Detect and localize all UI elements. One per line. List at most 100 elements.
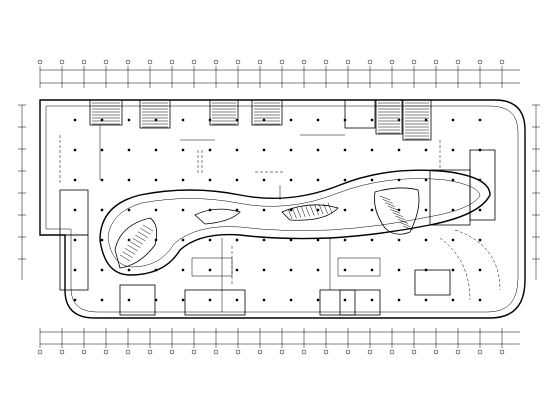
inner-wall-line bbox=[45, 105, 519, 313]
column bbox=[289, 298, 293, 302]
atrium-inner-edge bbox=[107, 178, 481, 268]
grid-bubble bbox=[59, 349, 65, 355]
column bbox=[100, 148, 104, 152]
column bbox=[478, 118, 482, 122]
column bbox=[316, 178, 320, 182]
column bbox=[289, 178, 293, 182]
column bbox=[316, 238, 320, 242]
column bbox=[289, 268, 293, 272]
column bbox=[289, 148, 293, 152]
grid-bubble bbox=[279, 349, 285, 355]
grid-bubble bbox=[191, 59, 197, 65]
grid-bubble bbox=[235, 59, 241, 65]
escalator-step bbox=[137, 231, 149, 238]
column bbox=[235, 178, 239, 182]
grid-bubble bbox=[389, 349, 395, 355]
grid-bubble bbox=[235, 349, 241, 355]
column bbox=[343, 208, 347, 212]
column bbox=[370, 178, 374, 182]
column bbox=[343, 148, 347, 152]
column bbox=[343, 118, 347, 122]
column bbox=[424, 148, 428, 152]
column bbox=[208, 178, 212, 182]
column bbox=[208, 148, 212, 152]
grid-bubble bbox=[169, 349, 175, 355]
grid-bubble bbox=[345, 59, 351, 65]
escalator-step bbox=[327, 202, 333, 214]
column bbox=[289, 118, 293, 122]
escalator-step bbox=[305, 206, 311, 217]
escalator-step bbox=[142, 224, 154, 232]
grid-bubble bbox=[411, 349, 417, 355]
column bbox=[262, 118, 266, 122]
column bbox=[73, 148, 77, 152]
column bbox=[289, 208, 293, 212]
escalator-step bbox=[382, 199, 393, 204]
escalator-step bbox=[135, 234, 146, 242]
structural-columns bbox=[73, 118, 482, 302]
column bbox=[397, 208, 401, 212]
escalator-step bbox=[296, 207, 302, 218]
column bbox=[127, 148, 131, 152]
column bbox=[181, 208, 185, 212]
column bbox=[451, 208, 455, 212]
column bbox=[397, 118, 401, 122]
escalator-step bbox=[287, 208, 293, 220]
grid-bubble bbox=[323, 59, 329, 65]
escalator-step bbox=[292, 208, 297, 219]
escalator-step bbox=[314, 204, 319, 216]
column bbox=[73, 238, 77, 242]
column bbox=[235, 148, 239, 152]
column bbox=[208, 298, 212, 302]
column bbox=[154, 208, 158, 212]
grid-bubble bbox=[279, 59, 285, 65]
column bbox=[181, 118, 185, 122]
escalator-step bbox=[124, 248, 136, 255]
annotation-notes bbox=[197, 150, 285, 285]
grid-bubble bbox=[103, 349, 109, 355]
left-grid-axis bbox=[18, 104, 26, 280]
column bbox=[127, 298, 131, 302]
column bbox=[370, 238, 374, 242]
atrium-outline bbox=[99, 169, 491, 276]
top-service-rooms bbox=[89, 99, 432, 141]
grid-bubble bbox=[433, 349, 439, 355]
column bbox=[397, 178, 401, 182]
column bbox=[235, 208, 239, 212]
column bbox=[100, 208, 104, 212]
column bbox=[451, 118, 455, 122]
column bbox=[154, 268, 158, 272]
column bbox=[478, 238, 482, 242]
escalator-void-4 bbox=[374, 187, 420, 235]
column bbox=[73, 178, 77, 182]
column bbox=[154, 148, 158, 152]
column bbox=[208, 268, 212, 272]
grid-bubble bbox=[191, 349, 197, 355]
column bbox=[397, 298, 401, 302]
escalator-step bbox=[132, 238, 143, 245]
column bbox=[181, 178, 185, 182]
grid-bubble bbox=[367, 59, 373, 65]
column bbox=[289, 238, 293, 242]
column bbox=[100, 178, 104, 182]
escalator-step bbox=[309, 205, 315, 216]
escalator-step bbox=[379, 195, 391, 201]
escalator-void-1 bbox=[114, 217, 158, 269]
column bbox=[451, 238, 455, 242]
grid-bubble bbox=[323, 349, 329, 355]
column bbox=[316, 208, 320, 212]
column bbox=[208, 208, 212, 212]
column bbox=[316, 298, 320, 302]
grid-bubble bbox=[147, 59, 153, 65]
column bbox=[208, 118, 212, 122]
escalator-step bbox=[318, 204, 324, 215]
column bbox=[343, 238, 347, 242]
column bbox=[316, 148, 320, 152]
column bbox=[181, 148, 185, 152]
grid-bubble bbox=[169, 59, 175, 65]
column bbox=[424, 208, 428, 212]
grid-bubble bbox=[213, 59, 219, 65]
escalator-step bbox=[395, 215, 406, 221]
column bbox=[181, 268, 185, 272]
